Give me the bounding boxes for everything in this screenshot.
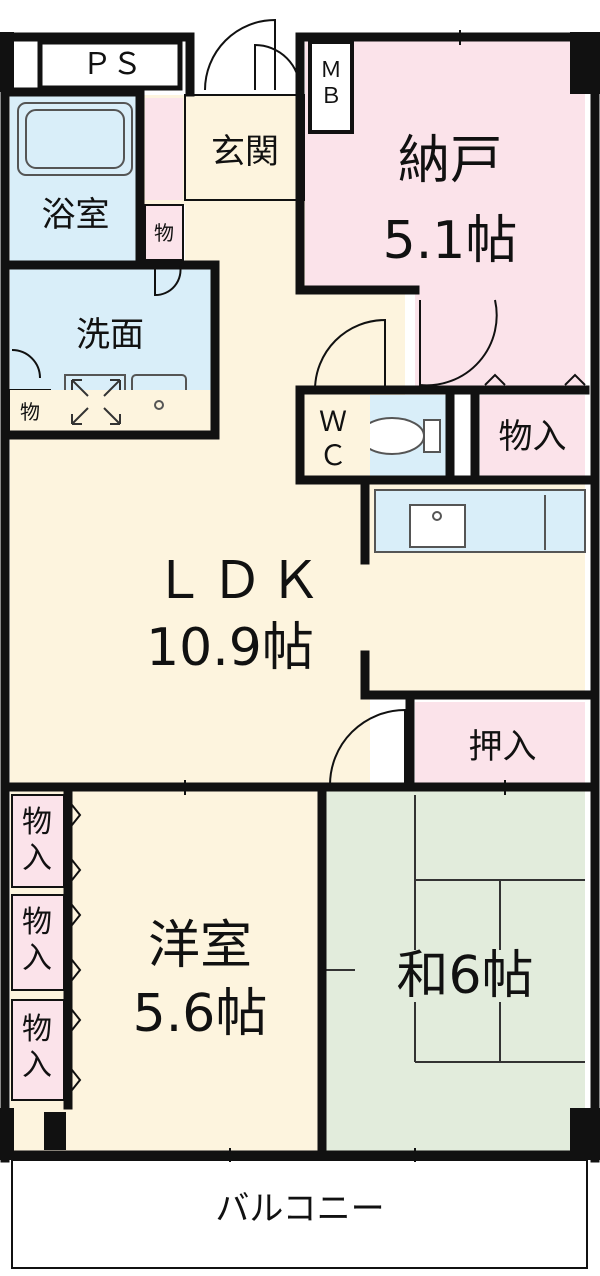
youshitsu-size-label: 5.6帖 <box>132 984 268 1044</box>
oshiire-label: 押入 <box>468 727 537 767</box>
washitsu-label: 和6帖 <box>355 950 575 1002</box>
genkan-label: 玄関 <box>211 132 279 172</box>
ldk-size-label: 10.9帖 <box>146 618 314 678</box>
youshitsu-name-label: 洋室 <box>147 916 252 976</box>
bath-label: 浴室 <box>41 195 110 235</box>
sliding-doors <box>80 30 585 1162</box>
kitchen-counter <box>374 489 586 553</box>
column <box>44 1112 66 1150</box>
closet-a-label: 物入 <box>22 805 52 876</box>
nando-name-label: 納戸 <box>397 131 502 191</box>
mb-area <box>308 40 354 134</box>
nando-size-label: 5.1帖 <box>382 211 518 271</box>
small-storage-2-label: 物 <box>20 400 40 424</box>
toilet-tank <box>423 419 441 453</box>
entrance-storage-strip <box>145 98 183 200</box>
door-swings <box>11 18 498 786</box>
ldk-area <box>10 390 370 785</box>
corner-post <box>570 1108 600 1160</box>
mb-label: ＭＢ <box>319 58 342 109</box>
closet-c-label: 物入 <box>22 1012 52 1083</box>
bathtub <box>17 102 133 176</box>
oshiire-area <box>415 702 585 785</box>
balcony-area <box>11 1159 588 1269</box>
wc-label: ＷＣ <box>318 405 347 472</box>
ldk-name-label: ＬＤＫ <box>152 551 327 611</box>
washer-arrows <box>71 379 121 425</box>
storage-closet-1-label: 物入 <box>498 417 567 457</box>
corner-post <box>0 32 14 92</box>
sink-drain <box>154 400 164 410</box>
small-storage-1 <box>144 204 184 261</box>
senmen-label: 洗面 <box>76 315 144 355</box>
kitchen-drain <box>432 511 442 521</box>
storage-closet-1 <box>480 395 585 477</box>
closet-fold-doors <box>67 373 586 1096</box>
closet-b-label: 物入 <box>22 905 52 976</box>
corner-post <box>0 1108 14 1160</box>
small-storage-1-label: 物 <box>154 221 174 245</box>
ps-label: ＰＳ <box>82 47 142 82</box>
balcony-label: バルコニー <box>215 1189 385 1229</box>
storage-room-lower <box>415 290 585 390</box>
corner-post <box>570 32 600 94</box>
bathtub-inner <box>25 109 125 169</box>
